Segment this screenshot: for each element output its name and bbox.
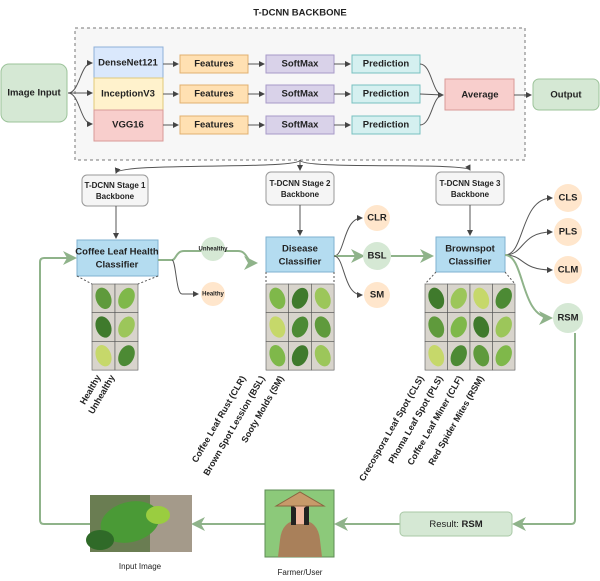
svg-text:Result: RSM: Result: RSM [429,519,482,530]
svg-text:Features: Features [194,59,234,70]
svg-text:Classifier: Classifier [449,257,492,268]
input-image-label: Input Image [119,562,162,571]
svg-text:Image Input: Image Input [7,88,61,99]
image-input-node: Image Input [0,63,68,123]
svg-text:Output: Output [550,90,582,101]
cls-node: CLS [554,184,582,212]
input-image [86,495,192,552]
features-node: Features [179,54,249,74]
svg-text:SoftMax: SoftMax [282,120,320,131]
svg-text:CLS: CLS [559,193,578,204]
svg-text:Coffee Leaf Health: Coffee Leaf Health [75,247,159,258]
model-row-densenet: DenseNet121 [93,46,164,79]
pls-node: PLS [554,218,582,246]
brownspot-classifier: Brownspot Classifier [435,236,506,273]
svg-text:Prediction: Prediction [363,89,410,100]
svg-text:SoftMax: SoftMax [282,59,320,70]
svg-text:Features: Features [194,89,234,100]
svg-text:InceptionV3: InceptionV3 [101,89,155,100]
svg-text:T-DCNN Stage 3: T-DCNN Stage 3 [440,179,501,188]
clm-node: CLM [554,256,582,284]
prediction-node: Prediction [351,54,421,74]
stage2-backbone: T-DCNN Stage 2 Backbone [265,171,335,206]
svg-text:Unhealthy: Unhealthy [198,247,228,253]
stage1-backbone: T-DCNN Stage 1 Backbone [81,174,149,207]
features-node: Features [179,115,249,135]
svg-text:T-DCNN Stage 2: T-DCNN Stage 2 [270,179,331,188]
leaf-sample-grid [265,283,335,371]
average-node: Average [444,78,515,111]
svg-text:SM: SM [370,290,384,301]
softmax-node: SoftMax [265,115,335,135]
svg-text:Prediction: Prediction [363,59,410,70]
svg-text:DenseNet121: DenseNet121 [98,58,158,69]
svg-text:Features: Features [194,120,234,131]
prediction-node: Prediction [351,115,421,135]
farmer-avatar [264,489,335,558]
unhealthy-node: Unhealthy [198,237,228,261]
svg-text:BSL: BSL [368,251,387,262]
svg-text:Backbone: Backbone [451,190,490,199]
svg-text:Disease: Disease [282,244,318,255]
svg-text:Backbone: Backbone [281,190,320,199]
disease-classifier: Disease Classifier [265,236,335,273]
svg-text:RSM: RSM [557,313,578,324]
leaf-sample-grid [424,283,516,371]
rsm-node: RSM [553,303,583,333]
svg-text:Brownspot: Brownspot [445,244,495,255]
svg-text:CLM: CLM [558,265,579,276]
prediction-node: Prediction [351,84,421,104]
features-node: Features [179,84,249,104]
svg-text:VGG16: VGG16 [112,120,144,131]
svg-text:PLS: PLS [559,227,577,238]
stage3-backbone: T-DCNN Stage 3 Backbone [435,171,505,206]
sm-node: SM [364,282,390,308]
svg-text:Average: Average [461,90,498,101]
softmax-node: SoftMax [265,54,335,74]
softmax-node: SoftMax [265,84,335,104]
backbone-title: T-DCNN BACKBONE [253,8,346,19]
svg-text:Classifier: Classifier [96,260,139,271]
svg-text:Classifier: Classifier [279,257,322,268]
coffee-leaf-health-classifier: Coffee Leaf Health Classifier [75,239,159,277]
svg-text:SoftMax: SoftMax [282,89,320,100]
svg-text:T-DCNN Stage 1: T-DCNN Stage 1 [85,181,146,190]
svg-text:Prediction: Prediction [363,120,410,131]
model-row-inception: InceptionV3 [93,77,164,111]
healthy-node: Healthy [201,282,225,306]
leaf-sample-grid [91,283,139,371]
svg-text:Healthy: Healthy [202,292,224,298]
svg-text:Backbone: Backbone [96,192,135,201]
clr-node: CLR [364,205,390,231]
svg-text:CLR: CLR [367,213,387,224]
model-row-vgg: VGG16 [93,109,164,142]
bsl-node: BSL [363,242,391,270]
farmer-label: Farmer/User [278,568,323,577]
output-node: Output [532,78,600,111]
result-box: Result: RSM [399,511,513,537]
